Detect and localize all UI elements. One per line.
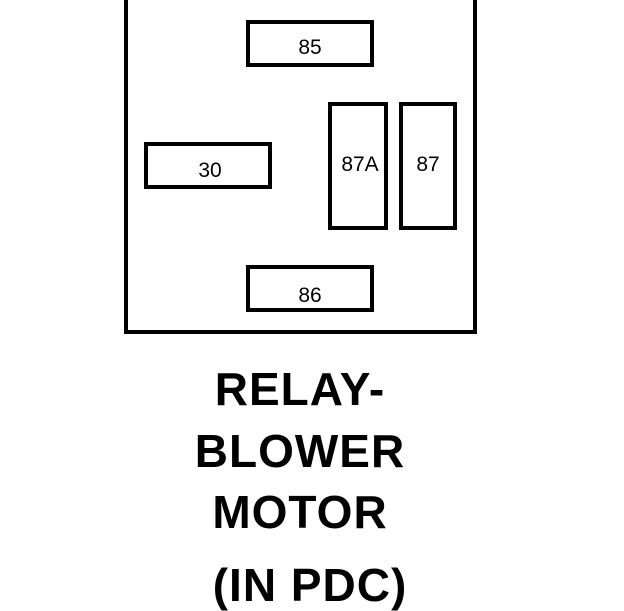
caption-line-3: MOTOR (212, 486, 388, 538)
terminal-85: 85 (246, 20, 374, 67)
terminal-87a: 87A (328, 102, 388, 230)
caption-line-2: BLOWER (194, 425, 406, 477)
terminal-87-label: 87 (416, 153, 440, 176)
terminal-30-label: 30 (198, 159, 222, 182)
caption-line-1: RELAY- (214, 363, 386, 415)
caption-line-4: (IN PDC) (212, 559, 408, 611)
terminal-85-label: 85 (298, 36, 322, 59)
terminal-87a-label: 87A (341, 153, 379, 176)
terminal-30: 30 (144, 142, 272, 189)
terminal-86: 86 (246, 265, 374, 312)
terminal-86-label: 86 (298, 284, 322, 307)
terminal-87: 87 (399, 102, 457, 230)
